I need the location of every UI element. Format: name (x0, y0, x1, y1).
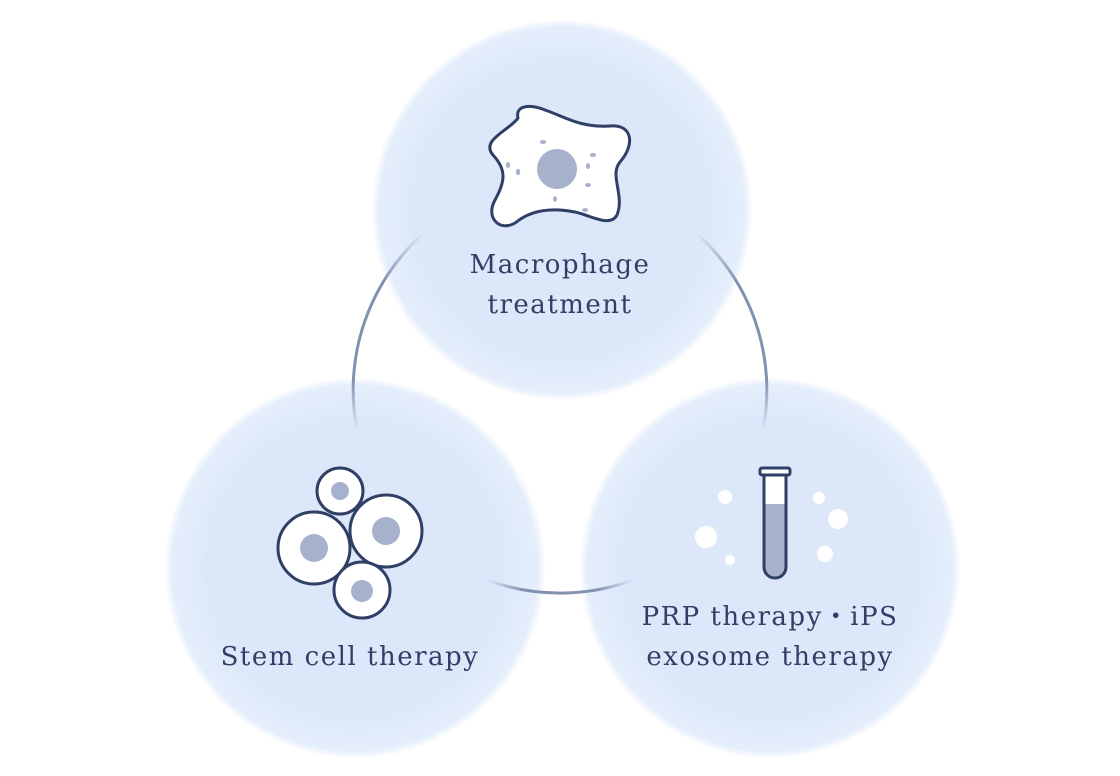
ring-arc-bottom (486, 578, 634, 595)
label-right-line1: PRP therapy・iPS (641, 602, 899, 632)
test-tube-icon (695, 466, 848, 580)
label-stem-cell-therapy: Stem cell therapy (190, 637, 510, 677)
ring-arc-left (351, 230, 426, 431)
label-right-line2: exosome therapy (646, 642, 894, 672)
label-top-line1: Macrophage (469, 250, 651, 280)
ring-arc-right (694, 230, 769, 431)
label-left-line1: Stem cell therapy (220, 642, 480, 672)
label-prp-exosome-therapy: PRP therapy・iPS exosome therapy (610, 597, 930, 677)
stem-cells-icon (276, 466, 424, 620)
macrophage-icon (488, 104, 632, 228)
label-macrophage-treatment: Macrophage treatment (420, 245, 700, 325)
label-top-line2: treatment (487, 290, 633, 320)
